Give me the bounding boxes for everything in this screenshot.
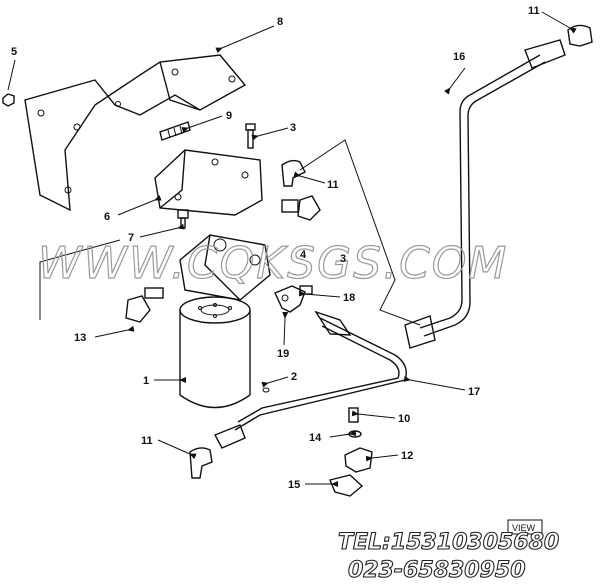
nut xyxy=(2,93,15,107)
callout-13: 13 xyxy=(74,332,86,344)
callout-labels: 5 8 9 3 11 6 7 3 4 16 11 13 1 2 18 19 17… xyxy=(11,5,540,491)
callout-15: 15 xyxy=(288,479,300,491)
tel-number: TEL:15310305680 xyxy=(338,530,559,555)
bolt xyxy=(159,121,191,141)
callout-16: 16 xyxy=(453,51,465,63)
elbow-fitting-top xyxy=(567,24,593,47)
callout-3b: 3 xyxy=(340,253,346,265)
filter-head-bracket xyxy=(154,149,263,216)
elbow-fitting xyxy=(281,159,306,187)
fuel-line-lower xyxy=(214,310,407,449)
callout-6: 6 xyxy=(104,211,110,223)
elbow-fitting-lower xyxy=(189,447,213,479)
callout-12: 12 xyxy=(401,450,413,462)
shutoff-valve xyxy=(125,287,164,323)
callout-17: 17 xyxy=(468,386,480,398)
callout-9: 9 xyxy=(226,110,232,122)
watermark-text: WWW.CQKSGS.COM xyxy=(38,238,508,289)
view-tag: VIEW xyxy=(507,519,543,535)
callout-2: 2 xyxy=(291,371,297,383)
callout-7: 7 xyxy=(128,232,134,244)
fuel-line-upper xyxy=(404,39,566,349)
callout-3a: 3 xyxy=(290,122,296,134)
callout-4: 4 xyxy=(300,249,307,261)
bolt-small xyxy=(245,123,256,149)
shutoff-valve-upper xyxy=(281,195,321,221)
callout-19: 19 xyxy=(277,348,289,360)
screw xyxy=(177,209,189,229)
tee-fitting xyxy=(274,285,313,313)
callout-18: 18 xyxy=(343,292,355,304)
mounting-bracket xyxy=(24,54,247,212)
view-tag-text: VIEW xyxy=(512,523,536,533)
callout-10: 10 xyxy=(398,413,410,425)
fuel-filter xyxy=(179,296,251,409)
callout-11b: 11 xyxy=(528,5,540,17)
clamp-assembly xyxy=(329,407,373,497)
callout-11c: 11 xyxy=(141,435,153,447)
callout-11a: 11 xyxy=(327,179,339,191)
callout-1: 1 xyxy=(143,375,149,387)
phone-number: 023-65830950 xyxy=(348,558,526,583)
washer xyxy=(262,387,270,393)
callout-14: 14 xyxy=(309,432,322,444)
callout-8: 8 xyxy=(277,16,283,28)
callout-5: 5 xyxy=(11,46,17,58)
filter-head xyxy=(179,234,271,301)
leader-lines xyxy=(7,11,577,487)
assembly-lines xyxy=(39,139,421,326)
